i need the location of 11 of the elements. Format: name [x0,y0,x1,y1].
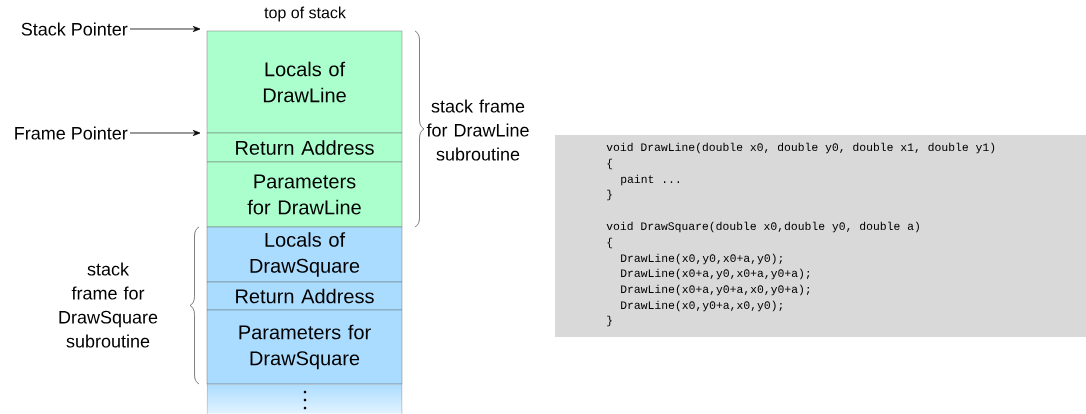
pointer-label: Stack Pointer [21,22,128,36]
arrow [129,26,201,32]
pointer-label: Frame Pointer [15,126,128,140]
stack-cell: Locals of DrawSquare [206,226,403,283]
stack-cell: Return Address [206,132,403,163]
annotation: stack frame for DrawLine subroutine [426,99,529,161]
stack-continuation [206,383,403,414]
arrow [129,130,201,136]
code-block: void DrawLine(double x0, double y0, double x1, double y1) { paint ... } void DrawSquare(double x0,double y0, double a) { DrawLine(x0,y0,x0+a,y0); DrawLine(x0+a,y0,x0+a,y0+a); DrawLine(x0+a,y0+a,x0,y0+a); DrawLine(x0,y0+a,x0,y0); } [555,135,1086,337]
stack-cell: Return Address [206,281,403,311]
annotation: stack frame for DrawSquare subroutine [59,262,158,348]
